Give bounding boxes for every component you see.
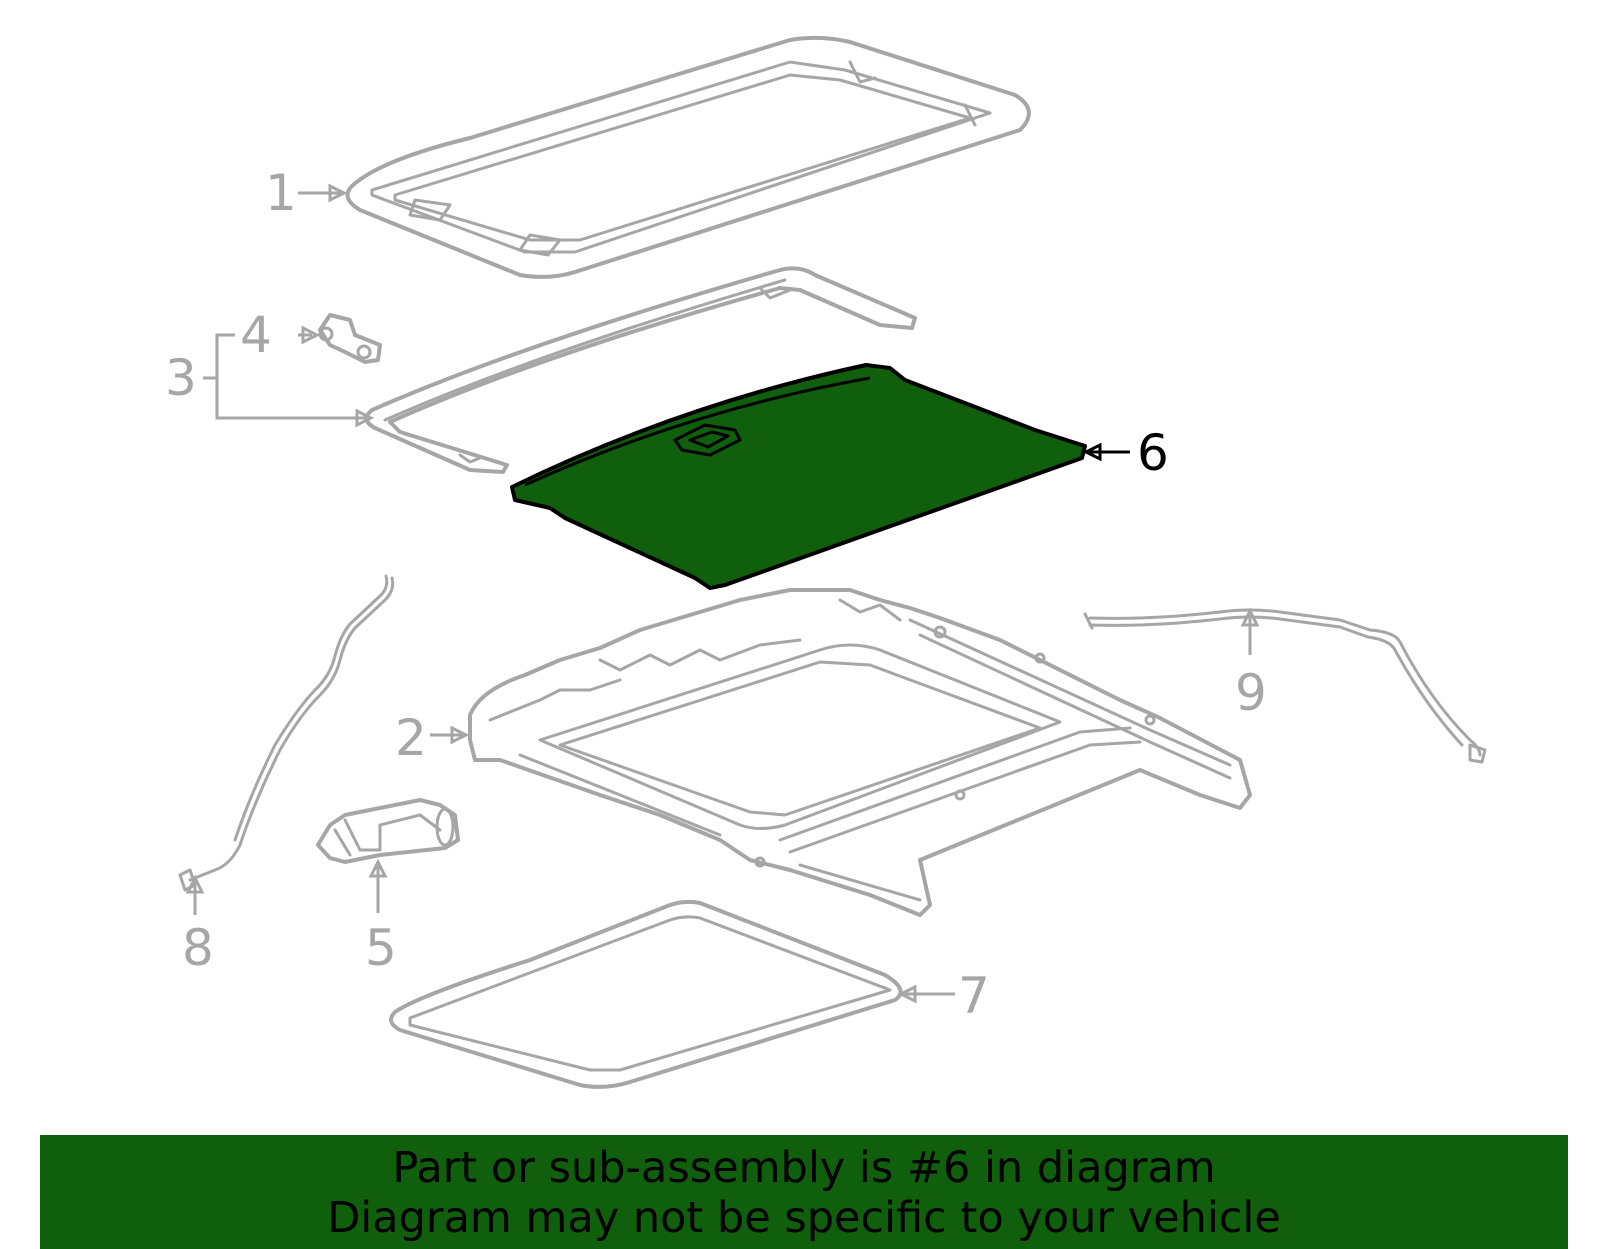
banner-line-2: Diagram may not be specific to your vehi… [327,1193,1281,1243]
part-2-sunroof-housing[interactable] [468,588,1252,917]
part-1-glass-panel[interactable] [345,35,1031,279]
info-banner: Part or sub-assembly is #6 in diagram Di… [40,1135,1568,1249]
part-6-sunshade[interactable] [510,363,1087,590]
callout-3: 3 [165,349,197,407]
callout-8: 8 [182,919,214,977]
callout-4: 4 [240,306,272,364]
callout-6: 6 [1137,424,1169,482]
callout-1: 1 [265,164,297,222]
callout-2: 2 [395,709,427,767]
leader-lines [185,183,1260,1004]
part-7-seal[interactable] [389,899,903,1089]
callout-5: 5 [365,919,397,977]
part-4-bracket[interactable] [318,313,382,364]
callout-7: 7 [958,967,990,1025]
banner-line-1: Part or sub-assembly is #6 in diagram [392,1143,1216,1193]
part-9-drain-hose-right[interactable] [1083,608,1487,764]
part-3-rail-assembly[interactable] [364,266,917,474]
part-5-motor[interactable] [316,798,460,864]
callout-9: 9 [1235,664,1267,722]
